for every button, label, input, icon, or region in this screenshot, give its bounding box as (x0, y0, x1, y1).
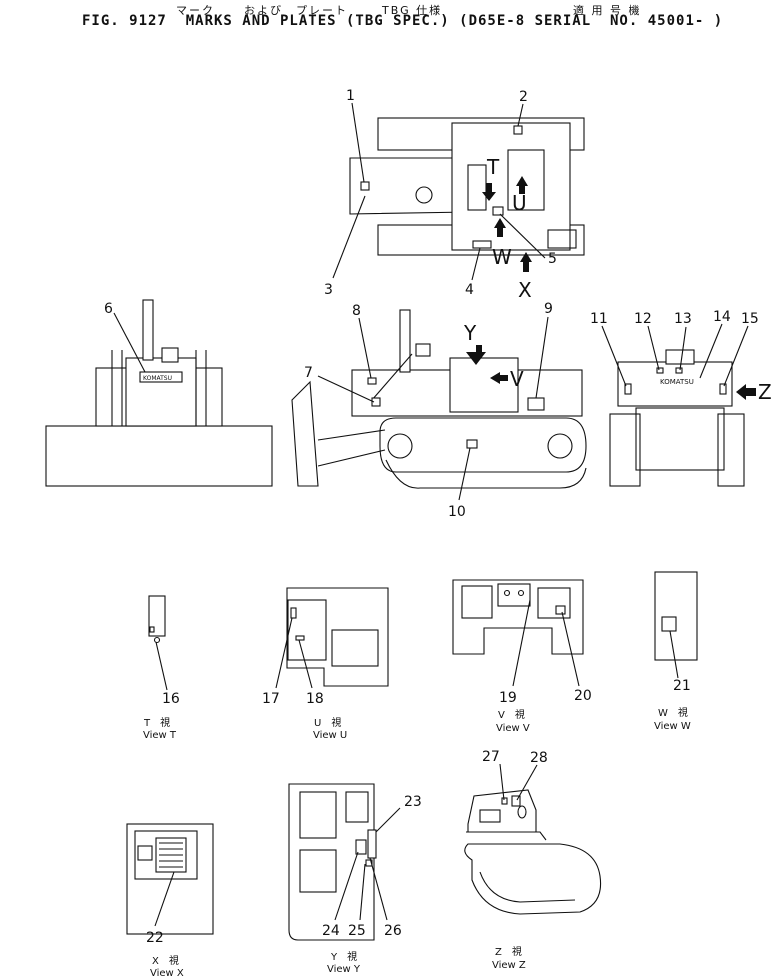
view-y-jp: Y 視 (330, 950, 357, 963)
callout-7: 7 (304, 365, 313, 381)
view-w-jp: W 視 (658, 706, 688, 719)
callout-5: 5 (548, 251, 557, 267)
callout-6: 6 (104, 301, 113, 317)
callout-8: 8 (352, 303, 361, 319)
view-y-detail (288, 783, 401, 941)
callout-20: 20 (574, 688, 592, 704)
callout-15: 15 (741, 311, 759, 327)
callout-13: 13 (674, 311, 692, 327)
rear-brand-plate: KOMATSU (660, 378, 694, 386)
view-z-jp: Z 視 (495, 945, 522, 958)
callout-22: 22 (146, 930, 164, 946)
view-z-caption: View Z (492, 960, 526, 971)
jp-marks-label: マーク (176, 4, 215, 17)
side-view-machine (291, 309, 587, 489)
jp-spec-label: TBG 仕様 (382, 4, 443, 17)
callout-14: 14 (713, 309, 731, 325)
callout-12: 12 (634, 311, 652, 327)
callout-9: 9 (544, 301, 553, 317)
view-v-caption: View V (496, 723, 530, 734)
view-t-caption: View T (143, 730, 177, 741)
view-v-detail (452, 579, 584, 687)
view-w-detail (654, 571, 698, 679)
view-letter-x: X (518, 278, 532, 302)
view-x-jp: X 視 (152, 954, 179, 967)
view-letter-w: W (492, 245, 512, 269)
callout-11: 11 (590, 311, 608, 327)
view-letter-v: V (510, 367, 524, 391)
callout-3: 3 (324, 282, 333, 298)
callout-18: 18 (306, 691, 324, 707)
callout-16: 16 (162, 691, 180, 707)
japanese-title-line: マーク および プレート TBG 仕様 適 用 号 機 (0, 2, 773, 67)
callout-2: 2 (519, 89, 528, 105)
view-z-detail (464, 763, 602, 915)
callout-28: 28 (530, 750, 548, 766)
view-t-jp: T 視 (143, 716, 170, 729)
view-v-jp: V 視 (498, 708, 525, 721)
callout-26: 26 (384, 923, 402, 939)
callout-19: 19 (499, 690, 517, 706)
view-letter-u: U (512, 191, 527, 215)
callout-27: 27 (482, 749, 500, 765)
view-y-caption: View Y (327, 964, 361, 975)
callout-25: 25 (348, 923, 366, 939)
view-letter-z: Z (758, 380, 772, 404)
callout-10: 10 (448, 504, 466, 520)
jp-plates-label: および プレート (244, 4, 348, 17)
view-letter-t: T (486, 155, 500, 179)
callout-24: 24 (322, 923, 340, 939)
callout-21: 21 (673, 678, 691, 694)
jp-applicable-label: 適 用 号 機 (573, 4, 642, 17)
view-x-detail (126, 823, 214, 935)
front-view-machine (45, 299, 273, 487)
view-w-caption: View W (654, 721, 691, 732)
front-brand-plate: KOMATSU (143, 375, 172, 382)
callout-23: 23 (404, 794, 422, 810)
callout-1: 1 (346, 88, 355, 104)
rear-view-machine (609, 349, 756, 487)
view-t-detail (148, 595, 168, 691)
view-u-caption: View U (313, 730, 347, 741)
view-u-jp: U 視 (314, 716, 341, 729)
view-x-caption: View X (150, 968, 184, 978)
view-letter-y: Y (463, 321, 477, 345)
figure-title: FIG. 9127 MARKS AND PLATES (TBG SPEC.) (… (82, 13, 724, 29)
view-u-detail (275, 587, 389, 689)
callout-17: 17 (262, 691, 280, 707)
callout-4: 4 (465, 282, 474, 298)
top-view-machine (349, 117, 585, 272)
